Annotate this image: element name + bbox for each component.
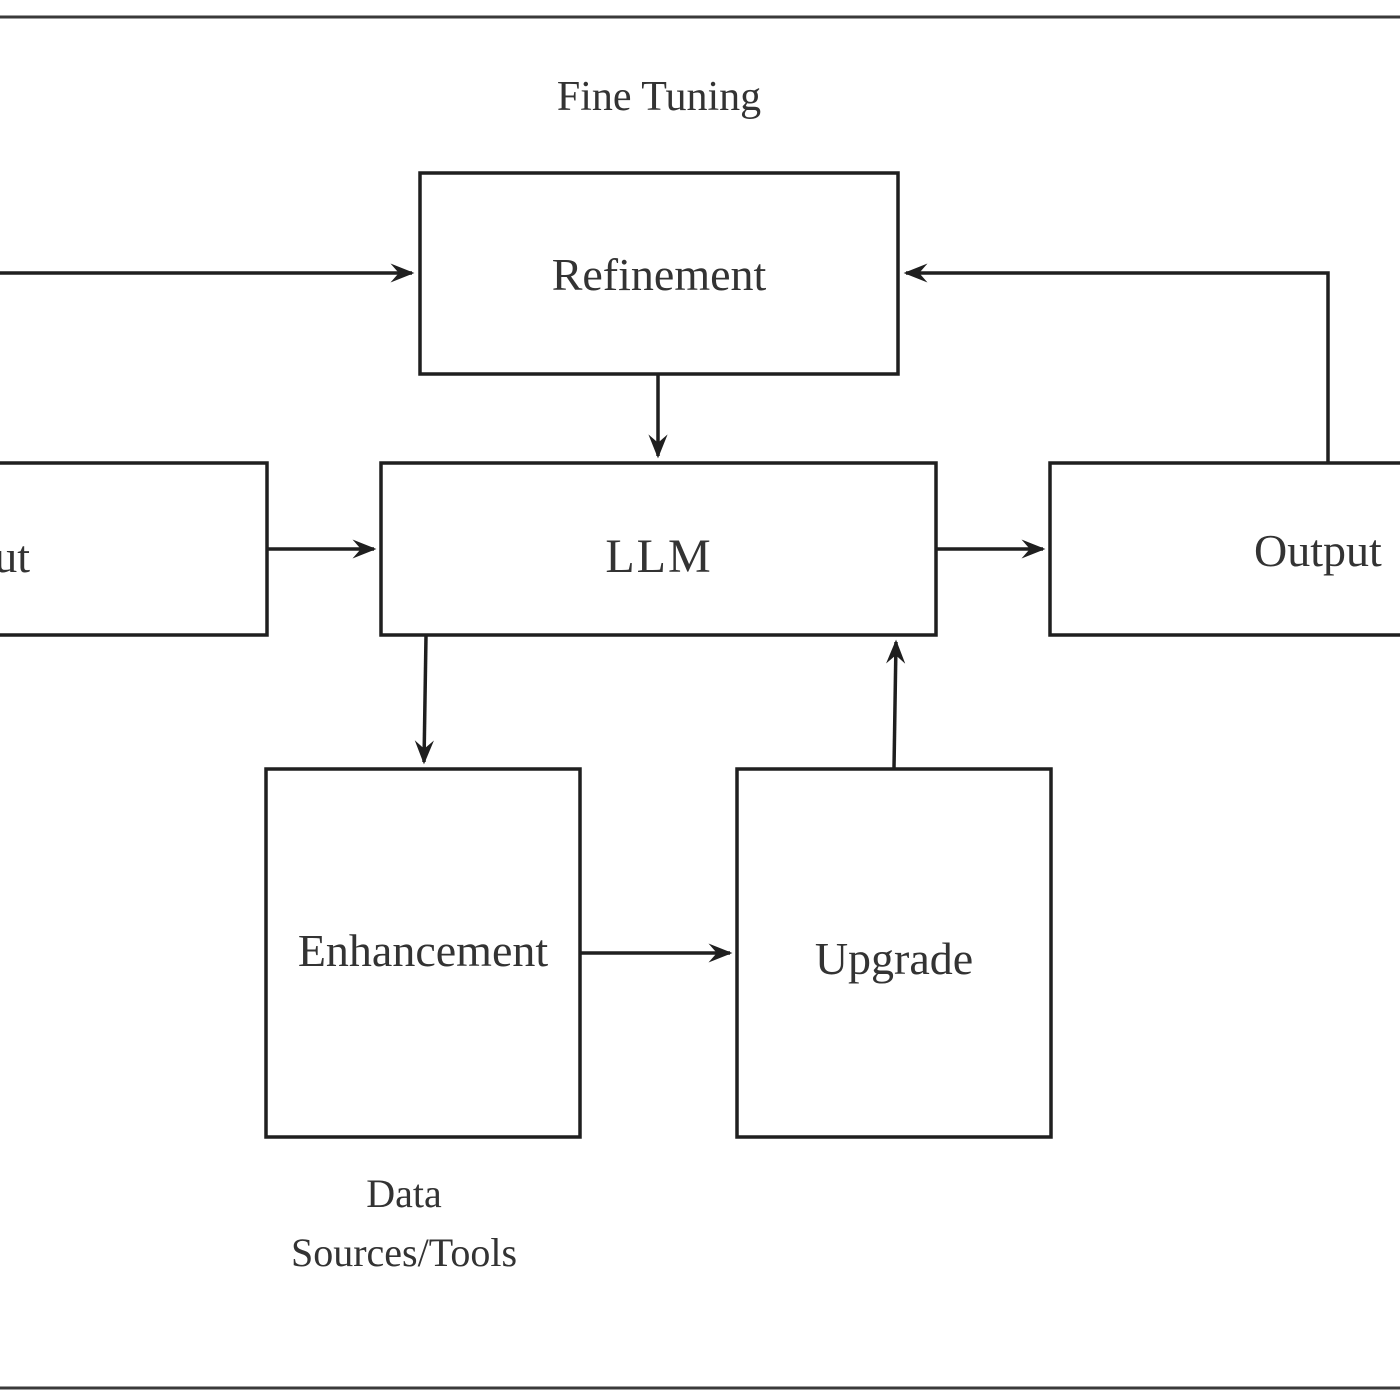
upgrade-node: Upgrade	[735, 767, 1053, 1139]
upgrade-box	[735, 767, 1053, 1139]
arrow-output-to-refinement	[903, 263, 1330, 462]
llm-node: LLM	[379, 461, 938, 637]
input-label: Input	[0, 531, 30, 582]
data-sources-label-line1: Data	[366, 1171, 442, 1216]
output-label: Output	[1254, 525, 1382, 576]
arrow-upgrade-to-llm	[886, 639, 906, 769]
refinement-node: Refinement	[418, 171, 900, 376]
upgrade-label: Upgrade	[815, 933, 973, 984]
refinement-label: Refinement	[552, 249, 767, 300]
output-box	[1048, 461, 1400, 637]
llm-box	[379, 461, 938, 637]
enhancement-box	[264, 767, 582, 1139]
llm-label: LLM	[605, 530, 712, 583]
output-node: Output	[1048, 461, 1400, 637]
fine-tuning-label: Fine Tuning	[557, 74, 761, 120]
arrow-llm-to-enhancement	[414, 635, 434, 765]
input-node: Input	[0, 461, 269, 637]
enhancement-label: Enhancement	[298, 925, 549, 976]
data-sources-label-line2: Sources/Tools	[291, 1230, 517, 1275]
input-box	[0, 461, 269, 637]
refinement-box	[418, 171, 900, 376]
enhancement-node: Enhancement	[264, 767, 582, 1139]
